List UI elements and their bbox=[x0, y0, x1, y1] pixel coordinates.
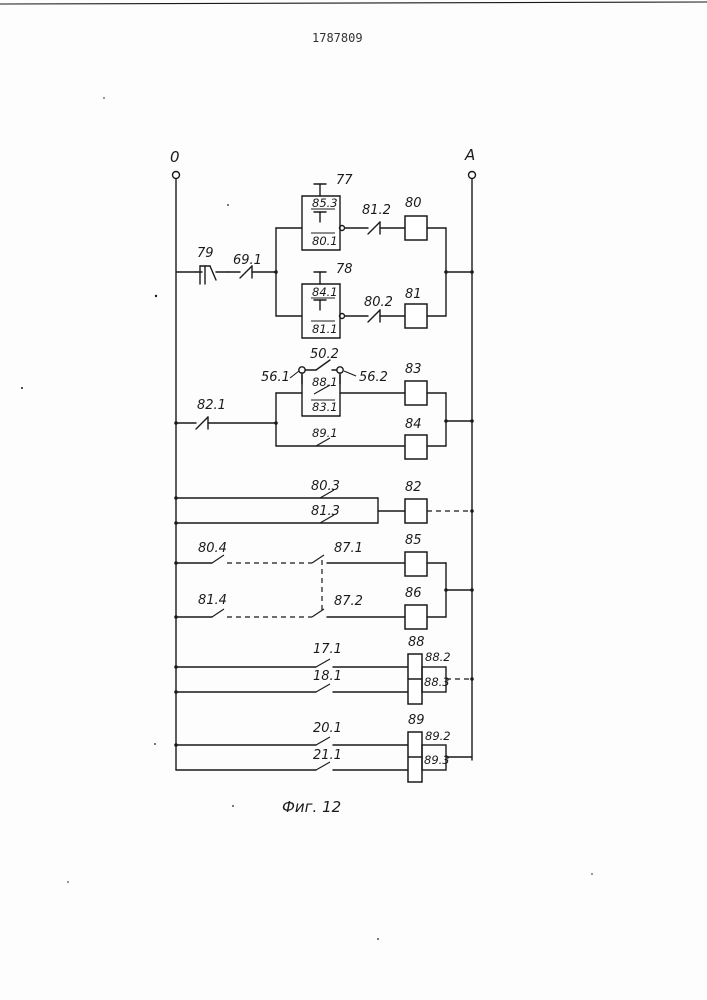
label-coil-86: 86 bbox=[405, 586, 422, 601]
node-dot bbox=[174, 690, 178, 694]
node-dot bbox=[174, 421, 178, 425]
label-button-77: 77 bbox=[336, 173, 353, 188]
wire bbox=[212, 609, 224, 617]
node-dot bbox=[174, 615, 178, 619]
node-dot bbox=[470, 270, 474, 274]
node-dot bbox=[174, 496, 178, 500]
scan-speck bbox=[67, 881, 69, 883]
label-contact-81-3: 81.3 bbox=[311, 504, 340, 519]
scan-speck bbox=[377, 938, 379, 940]
node-dot bbox=[174, 521, 178, 525]
label-contact-89-2: 89.2 bbox=[425, 729, 451, 743]
coil-81 bbox=[405, 304, 427, 328]
label-contact-56-1: 56.1 bbox=[261, 370, 290, 385]
label-contact-50-2: 50.2 bbox=[310, 347, 339, 362]
scan-speck bbox=[591, 873, 593, 875]
label-coil-89: 89 bbox=[408, 713, 425, 728]
contact-82-1 bbox=[196, 417, 276, 429]
label-button-79: 79 bbox=[197, 246, 214, 261]
label-contact-84-1: 84.1 bbox=[312, 285, 338, 299]
label-button-78: 78 bbox=[336, 262, 353, 277]
label-contact-87-2: 87.2 bbox=[334, 594, 363, 609]
coil-84 bbox=[405, 435, 427, 459]
wire bbox=[316, 762, 330, 770]
top-border-line bbox=[0, 2, 707, 4]
label-contact-17-1: 17.1 bbox=[313, 642, 342, 657]
label-coil-81: 81 bbox=[405, 287, 422, 302]
label-contact-89-1: 89.1 bbox=[312, 426, 338, 440]
label-contact-81-2: 81.2 bbox=[362, 203, 391, 218]
label-coil-88: 88 bbox=[408, 635, 425, 650]
node-dot bbox=[470, 419, 474, 423]
label-contact-88-1: 88.1 bbox=[312, 375, 338, 389]
label-contact-85-3: 85.3 bbox=[312, 196, 338, 210]
wire bbox=[312, 609, 324, 617]
coil-86 bbox=[405, 605, 427, 629]
label-contact-89-3: 89.3 bbox=[424, 753, 450, 767]
scan-speck bbox=[103, 97, 105, 99]
label-coil-84: 84 bbox=[405, 417, 422, 432]
label-contact-80-1: 80.1 bbox=[312, 234, 338, 248]
node-dot bbox=[470, 509, 474, 513]
label-coil-85: 85 bbox=[405, 533, 422, 548]
wire bbox=[316, 684, 330, 692]
label-contact-81-1: 81.1 bbox=[312, 322, 338, 336]
node-dot bbox=[470, 677, 474, 681]
coil-82 bbox=[405, 499, 427, 523]
document-number: 1787809 bbox=[312, 31, 363, 45]
label-coil-82: 82 bbox=[405, 480, 422, 495]
label-coil-80: 80 bbox=[405, 196, 422, 211]
wire bbox=[316, 737, 330, 745]
label-contact-80-2: 80.2 bbox=[364, 295, 393, 310]
wire bbox=[316, 659, 330, 667]
scan-speck bbox=[154, 743, 156, 745]
rail-right-terminal bbox=[469, 172, 476, 179]
label-contact-69-1: 69.1 bbox=[233, 253, 262, 268]
label-contact-18-1: 18.1 bbox=[313, 669, 342, 684]
scan-speck bbox=[232, 805, 234, 807]
rail-left-label: 0 bbox=[170, 148, 180, 166]
node-dot bbox=[174, 743, 178, 747]
label-contact-81-4: 81.4 bbox=[198, 593, 227, 608]
coil-83 bbox=[405, 381, 427, 405]
label-contact-20-1: 20.1 bbox=[313, 721, 342, 736]
push-button-79 bbox=[196, 266, 228, 284]
coil-80 bbox=[405, 216, 427, 240]
label-contact-21-1: 21.1 bbox=[313, 748, 342, 763]
node-dot bbox=[174, 561, 178, 565]
label-contact-56-2: 56.2 bbox=[359, 370, 388, 385]
node-dot bbox=[444, 270, 448, 274]
figure-caption: Фиг. 12 bbox=[282, 798, 341, 816]
label-contact-80-4: 80.4 bbox=[198, 541, 227, 556]
node-dot bbox=[444, 419, 448, 423]
node-dot bbox=[470, 588, 474, 592]
label-contact-82-1: 82.1 bbox=[197, 398, 226, 413]
label-coil-83: 83 bbox=[405, 362, 422, 377]
label-contact-83-1: 83.1 bbox=[312, 400, 338, 414]
node-dot bbox=[174, 665, 178, 669]
coil-85 bbox=[405, 552, 427, 576]
label-contact-88-2: 88.2 bbox=[425, 650, 451, 664]
wire bbox=[290, 371, 299, 378]
scan-speck bbox=[155, 295, 157, 297]
rail-left-terminal bbox=[173, 172, 180, 179]
wire bbox=[344, 371, 356, 376]
label-contact-88-3: 88.3 bbox=[424, 675, 450, 689]
contact-80-2 bbox=[368, 310, 405, 322]
scan-speck bbox=[227, 204, 229, 206]
wire bbox=[212, 555, 224, 563]
label-contact-87-1: 87.1 bbox=[334, 541, 363, 556]
node-dot bbox=[444, 588, 448, 592]
contact-81-2 bbox=[368, 222, 405, 234]
rail-right-label: A bbox=[464, 146, 475, 164]
label-contact-80-3: 80.3 bbox=[311, 479, 340, 494]
scan-speck bbox=[21, 387, 23, 389]
